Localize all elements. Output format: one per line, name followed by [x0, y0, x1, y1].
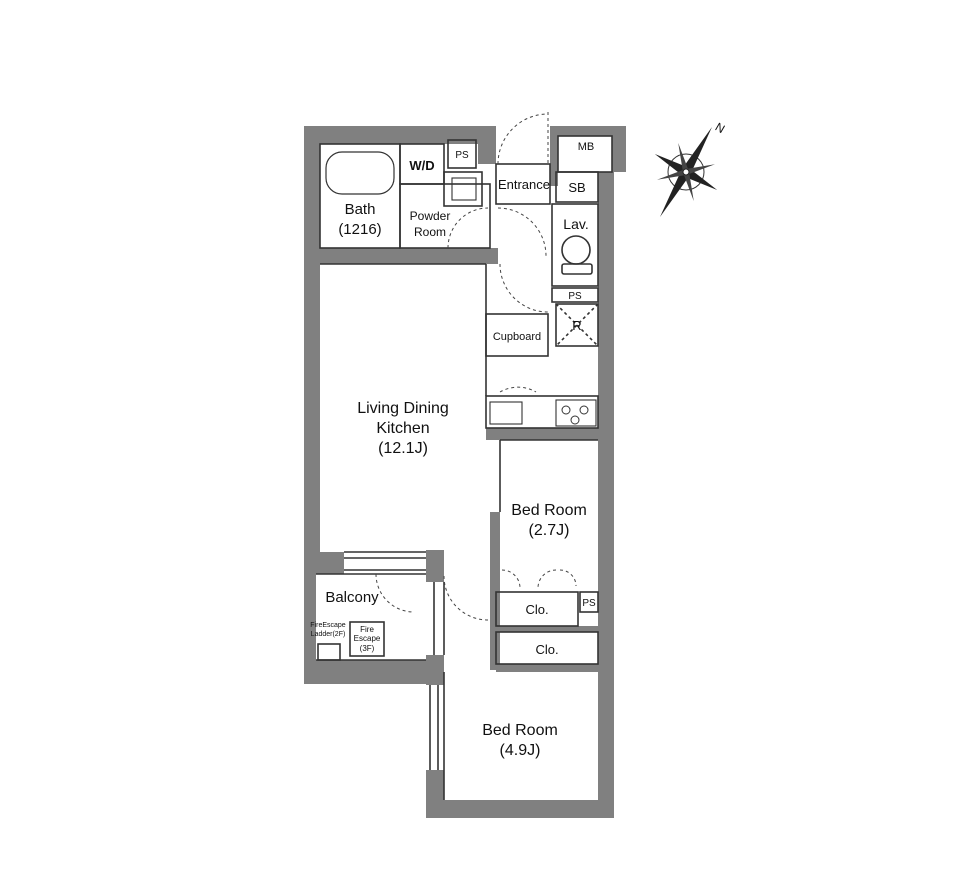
- fire-escape-label-1: Fire: [360, 625, 374, 634]
- fire-ladder-label-2: Ladder(2F): [311, 631, 346, 638]
- ldk-size: (12.1J): [378, 440, 428, 457]
- closet-lower-label: Clo.: [535, 642, 558, 657]
- interior-lines: [316, 135, 613, 800]
- ps-mid-label: PS: [568, 291, 582, 302]
- bath-label: Bath: [345, 201, 376, 218]
- fridge-label: R: [572, 318, 581, 333]
- sb-label: SB: [568, 180, 585, 195]
- bed-large-label: Bed Room: [482, 722, 558, 739]
- fire-escape-label-3: (3F): [360, 644, 375, 653]
- compass-icon: N: [654, 120, 728, 218]
- bath-size: (1216): [338, 221, 381, 238]
- closet-upper-label: Clo.: [525, 602, 548, 617]
- bed-large-size: (4.9J): [500, 742, 541, 759]
- cupboard-label: Cupboard: [493, 331, 541, 343]
- room-labels: Bath (1216) W/D PS Powder Room Entrance …: [310, 141, 596, 759]
- ldk-label-2: Kitchen: [376, 420, 429, 437]
- mb-label: MB: [578, 141, 595, 153]
- bed-small-size: (2.7J): [529, 522, 570, 539]
- fire-ladder-label-1: FireEscape: [310, 622, 346, 629]
- ps-top-label: PS: [455, 150, 469, 161]
- door-swings: [375, 112, 577, 621]
- powder-room-label-1: Powder: [410, 209, 451, 223]
- bed-small-label: Bed Room: [511, 502, 587, 519]
- fire-escape-label-2: Escape: [354, 634, 381, 643]
- lav-label: Lav.: [563, 216, 588, 232]
- wd-label: W/D: [409, 158, 434, 173]
- compass-north-label: N: [713, 120, 728, 136]
- balcony-label: Balcony: [325, 589, 379, 606]
- ps-right-label: PS: [582, 598, 596, 609]
- entrance-label: Entrance: [498, 177, 550, 192]
- powder-room-label-2: Room: [414, 225, 446, 239]
- walls: [304, 126, 626, 818]
- ldk-label-1: Living Dining: [357, 400, 449, 417]
